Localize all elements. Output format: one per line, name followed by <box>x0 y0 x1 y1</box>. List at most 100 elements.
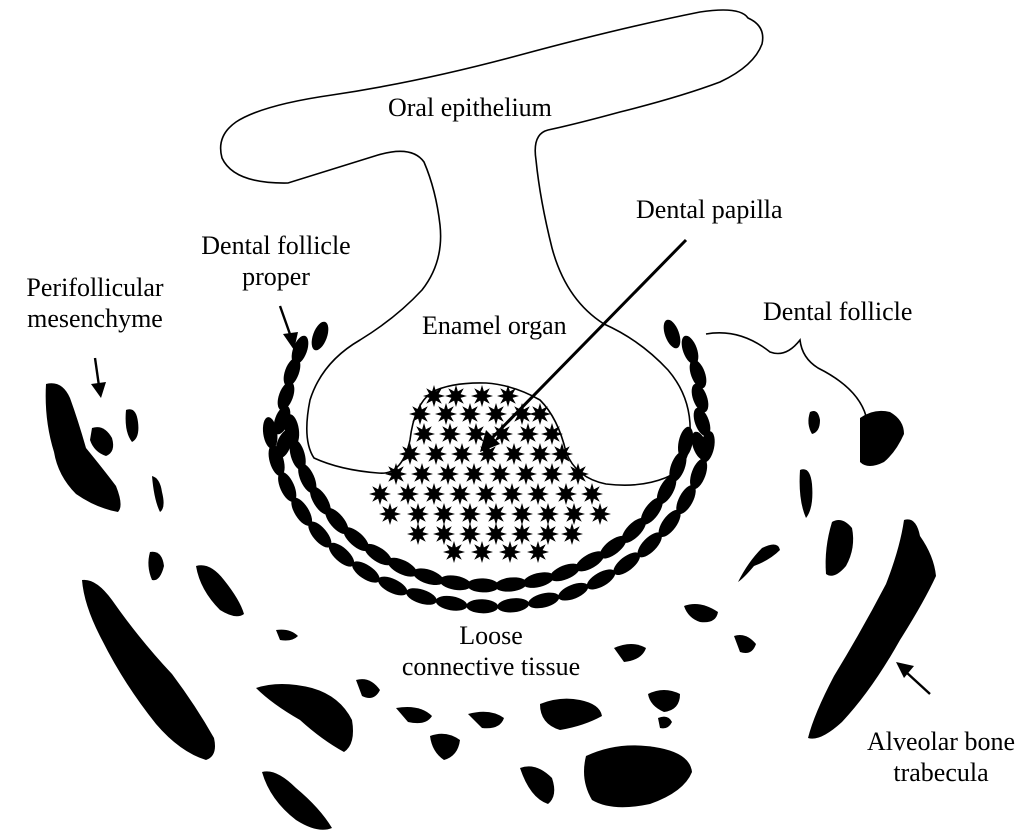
trabecula <box>684 604 718 622</box>
papilla-cell <box>517 423 539 445</box>
trabecula <box>468 712 504 729</box>
trabecula <box>648 690 680 712</box>
papilla-cell <box>527 541 549 563</box>
papilla-cell <box>433 523 455 545</box>
trabecula <box>860 411 904 466</box>
papilla-cell <box>515 463 537 485</box>
trabecula <box>734 635 756 653</box>
papilla-cell <box>471 385 493 407</box>
papilla-cell <box>459 403 481 425</box>
papilla-cell <box>407 503 429 525</box>
papilla-cell <box>435 403 457 425</box>
trabecula <box>152 476 164 512</box>
papilla-cell <box>413 423 435 445</box>
papilla-cell <box>423 385 445 407</box>
dental-follicle-bracket <box>706 333 866 416</box>
follicle-cell <box>556 579 591 604</box>
papilla-cell <box>581 483 603 505</box>
papilla-cell <box>541 423 563 445</box>
papilla-cell <box>433 503 455 525</box>
papilla-cell <box>527 483 549 505</box>
papilla-cell <box>459 523 481 545</box>
trabecula <box>276 630 298 641</box>
papilla-cell <box>537 523 559 545</box>
label-perifollicular-mesenchyme: Perifollicular mesenchyme <box>10 272 180 334</box>
arrow-alveolar-bone <box>896 662 930 694</box>
trabecula <box>90 427 113 456</box>
papilla-cell <box>529 403 551 425</box>
papilla-cell <box>589 503 611 525</box>
follicle-cell <box>411 565 446 588</box>
trabecula <box>520 766 554 804</box>
follicle-cell <box>467 578 499 593</box>
follicle-cell <box>521 569 555 590</box>
papilla-cell <box>451 443 473 465</box>
trabecula <box>658 717 672 729</box>
papilla-cell <box>423 483 445 505</box>
papilla-cell <box>511 503 533 525</box>
label-dental-papilla: Dental papilla <box>636 194 783 225</box>
label-dental-follicle-proper: Dental follicle proper <box>186 230 366 292</box>
papilla-cell <box>485 403 507 425</box>
label-alveolar-bone-trabecula: Alveolar bone trabecula <box>852 726 1030 788</box>
label-dental-follicle-proper-line2: proper <box>186 261 366 292</box>
papilla-cell <box>501 483 523 505</box>
papilla-cell <box>567 463 589 485</box>
papilla-cell <box>551 443 573 465</box>
follicle-cell <box>526 590 560 611</box>
follicle-cell <box>308 320 331 353</box>
papilla-cell <box>475 483 497 505</box>
dental-follicle-cells <box>261 318 717 614</box>
follicle-cell <box>494 576 527 593</box>
papilla-cell <box>425 443 447 465</box>
follicle-cell <box>678 334 701 367</box>
papilla-cell <box>463 463 485 485</box>
papilla-cell <box>563 503 585 525</box>
label-perifollicular-line2: mesenchyme <box>10 303 180 334</box>
papilla-cell <box>537 503 559 525</box>
label-oral-epithelium: Oral epithelium <box>388 92 552 123</box>
arrow-dental-follicle-proper <box>280 306 298 350</box>
papilla-cell <box>489 463 511 485</box>
trabecula <box>82 580 215 760</box>
papilla-cell <box>445 385 467 407</box>
papilla-cell <box>511 523 533 545</box>
trabecula <box>396 707 432 723</box>
papilla-cell <box>411 463 433 485</box>
label-alveolar-line1: Alveolar bone <box>852 726 1030 757</box>
trabecula <box>126 409 139 442</box>
papilla-cell <box>497 385 519 407</box>
papilla-cell <box>485 503 507 525</box>
trabecula <box>738 544 780 582</box>
dental-papilla-cells <box>369 385 611 563</box>
papilla-cell <box>459 503 481 525</box>
papilla-cell <box>385 463 407 485</box>
follicle-cell <box>404 585 439 608</box>
trabecula <box>148 552 164 580</box>
label-dental-follicle-proper-line1: Dental follicle <box>186 230 366 261</box>
papilla-cell <box>379 503 401 525</box>
papilla-cell <box>449 483 471 505</box>
follicle-cell <box>435 594 469 613</box>
papilla-cell <box>561 523 583 545</box>
label-dental-follicle: Dental follicle <box>763 296 912 327</box>
follicle-cell <box>438 573 472 592</box>
papilla-cell <box>529 443 551 465</box>
papilla-cell <box>439 423 461 445</box>
follicle-cell <box>375 573 410 600</box>
trabecula <box>614 644 646 662</box>
label-alveolar-line2: trabecula <box>852 757 1030 788</box>
trabecula <box>256 684 353 752</box>
trabecula <box>262 771 332 829</box>
papilla-cell <box>443 541 465 563</box>
trabecula <box>584 745 692 807</box>
label-loose-connective-tissue: Loose connective tissue <box>376 620 606 682</box>
trabecula <box>196 565 244 616</box>
papilla-cell <box>503 443 525 465</box>
trabecula <box>826 520 854 576</box>
trabecula <box>808 411 820 434</box>
papilla-cell <box>555 483 577 505</box>
papilla-cell <box>541 463 563 485</box>
papilla-cell <box>369 483 391 505</box>
